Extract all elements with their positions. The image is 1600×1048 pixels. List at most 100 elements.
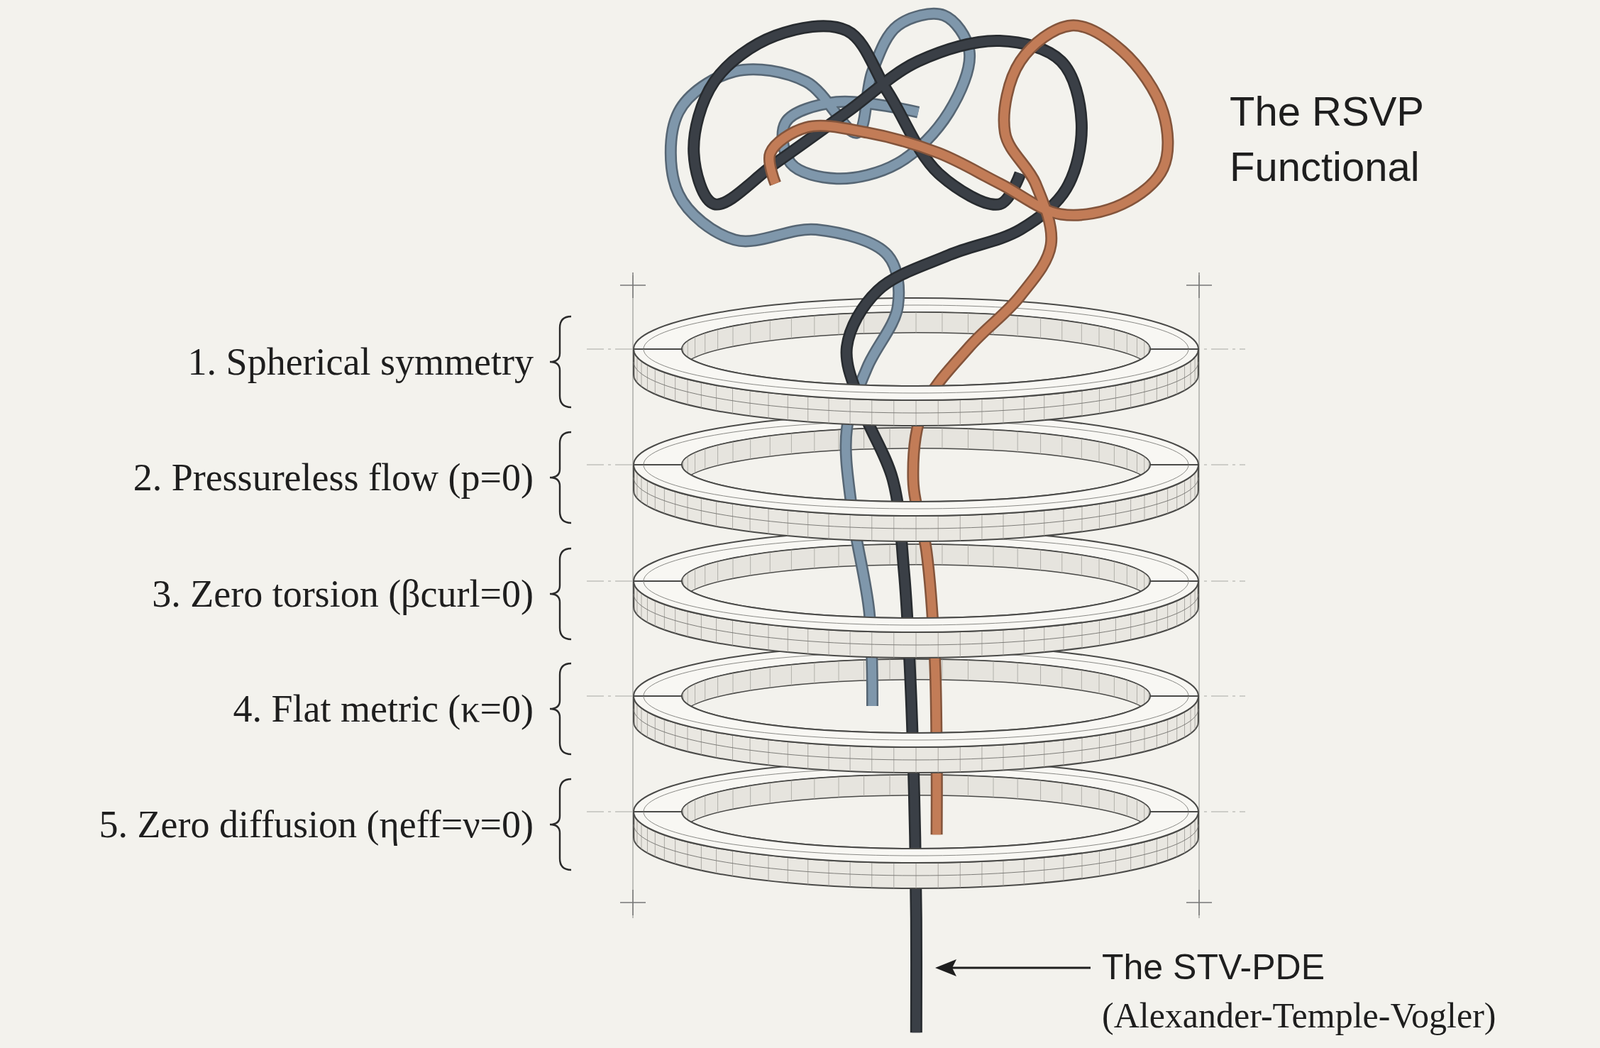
hatch (992, 429, 994, 451)
hatch (992, 661, 994, 682)
curly-brace (549, 548, 572, 640)
braces (549, 316, 572, 870)
hatch (1040, 549, 1041, 571)
hatch (704, 564, 706, 586)
ring-front (633, 696, 1199, 773)
hatch (694, 337, 696, 358)
ring-rim (633, 464, 1199, 516)
ring-top (633, 298, 1199, 401)
ring-band (633, 811, 1199, 889)
output-label: The STV-PDE (1101, 943, 1325, 992)
ring-chamfer (643, 581, 1189, 626)
hatch (717, 791, 719, 813)
hatch (717, 561, 719, 582)
constraint-label: 5. Zero diffusion (ηeff=ν=0) (99, 798, 534, 851)
hatch (1113, 676, 1115, 697)
hatch (813, 662, 815, 684)
hatch (1136, 452, 1138, 474)
ring-rim (633, 581, 1199, 633)
hatch (863, 428, 865, 450)
hatch (1040, 433, 1041, 455)
heading-label: The RSVP Functional (1229, 83, 1486, 196)
hatch (791, 664, 792, 686)
hatch (1126, 332, 1128, 354)
hatch (889, 427, 891, 449)
hatch (694, 569, 696, 590)
ring-fronts (633, 349, 1199, 889)
hatch (967, 428, 969, 450)
hatch (749, 554, 751, 576)
hatch (941, 544, 943, 565)
ring-chamfer (643, 349, 1189, 394)
hatch (1099, 558, 1100, 579)
hatch (838, 429, 840, 451)
constraint-label: 1. Spherical symmetry (188, 336, 534, 389)
hatch (1126, 679, 1128, 701)
hatch (813, 431, 815, 452)
ring-band (633, 349, 1199, 426)
crosshair (1186, 889, 1212, 916)
constraint-label: 4. Flat metric (κ=0) (232, 683, 534, 736)
hatch (1113, 329, 1115, 350)
hatch (1136, 569, 1138, 590)
ring-back (633, 298, 1199, 401)
hatch (1099, 442, 1100, 463)
hatch (1099, 673, 1100, 694)
hatch (732, 326, 733, 347)
hatch (813, 778, 815, 799)
hatch (1017, 778, 1019, 799)
hatch (717, 329, 719, 350)
hatch (916, 312, 917, 333)
hatch (1040, 780, 1041, 802)
ring-chamfer (643, 811, 1189, 856)
hatch (863, 659, 865, 681)
hatch (1040, 317, 1041, 339)
hatch (791, 780, 792, 802)
hatch (791, 433, 792, 455)
hatch (1017, 431, 1019, 452)
hatch (992, 546, 994, 567)
ring-back (633, 530, 1199, 633)
hatch (992, 776, 994, 798)
leader-line (949, 967, 1091, 970)
hatch (769, 435, 771, 457)
strand (769, 25, 1168, 835)
hatch (732, 673, 733, 694)
hatch (704, 679, 706, 701)
ring-rim (633, 811, 1199, 863)
hatch (1061, 782, 1063, 804)
hatch (1081, 322, 1083, 344)
hatch (749, 785, 751, 807)
hatch (1126, 448, 1128, 470)
ring-chamfer (643, 696, 1189, 741)
hatch (1126, 564, 1128, 586)
constraint-label: 2. Pressureless flow (p=0) (133, 451, 534, 504)
hatch (941, 427, 943, 449)
hatch (1126, 795, 1128, 816)
hatch (717, 444, 719, 466)
hatch (967, 659, 969, 681)
arrow-head (935, 959, 957, 977)
hatch (1136, 337, 1138, 358)
hatch (732, 442, 733, 463)
ring-front (633, 811, 1199, 889)
ring-front (633, 464, 1199, 542)
output-sublabel: (Alexander-Temple-Vogler) (1101, 991, 1496, 1041)
hatch (769, 782, 771, 804)
hatch (769, 552, 771, 573)
hatch (889, 774, 891, 796)
hatch (941, 312, 943, 333)
hatch (717, 676, 719, 697)
hatch (769, 320, 771, 341)
hatch (749, 438, 751, 460)
hatch (838, 661, 840, 682)
hatch (1099, 326, 1100, 347)
curly-brace (549, 779, 572, 870)
ring-band (633, 464, 1199, 542)
leader-arrow (935, 959, 1091, 977)
hatch (732, 789, 733, 810)
hatch (704, 795, 706, 816)
hatch (1061, 320, 1063, 341)
hatch (749, 669, 751, 691)
